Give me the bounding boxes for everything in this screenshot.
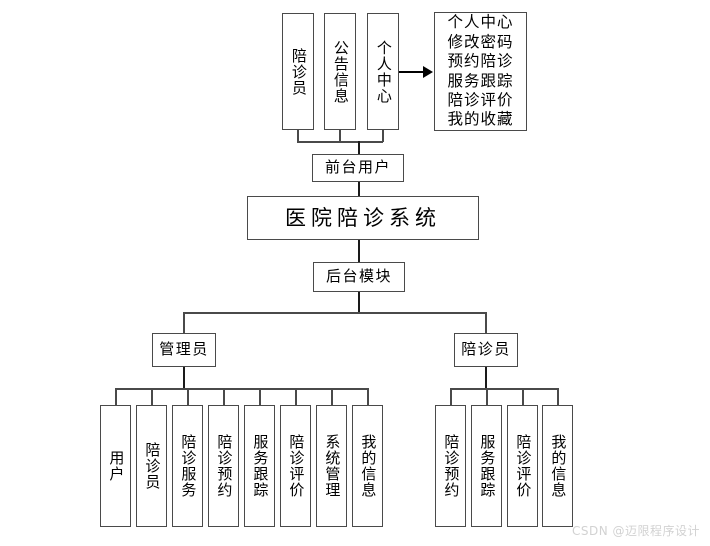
page-title: 医院陪诊系统 bbox=[285, 205, 441, 230]
connector-bus-to-admin bbox=[183, 312, 185, 333]
admin-leaf-label: 陪诊员 bbox=[143, 442, 162, 490]
connector-backend-bus bbox=[183, 312, 486, 314]
admin-leaf-label: 陪诊服务 bbox=[179, 434, 198, 498]
admin-leaf-box-3[interactable]: 陪诊服务 bbox=[172, 405, 203, 527]
connector-admin-riser-1 bbox=[115, 388, 117, 406]
admin-leaf-box-6[interactable]: 陪诊评价 bbox=[280, 405, 311, 527]
staff-leaf-label: 陪诊预约 bbox=[442, 434, 461, 498]
frontend-module-box-gerenzhongxin[interactable]: 个人中心 bbox=[367, 13, 399, 130]
staff-leaf-box-3[interactable]: 陪诊评价 bbox=[507, 405, 538, 527]
admin-leaf-label: 陪诊评价 bbox=[287, 434, 306, 498]
staff-leaf-label: 服务跟踪 bbox=[478, 434, 497, 498]
personal-center-detail-panel[interactable]: 个人中心 修改密码 预约陪诊 服务跟踪 陪诊评价 我的收藏 bbox=[434, 12, 527, 131]
detail-line: 预约陪诊 bbox=[447, 52, 514, 71]
connector-staff-riser-2 bbox=[486, 388, 488, 406]
connector-admin-riser-7 bbox=[331, 388, 333, 406]
admin-leaf-label: 用户 bbox=[107, 450, 126, 482]
branch-node-admin[interactable]: 管理员 bbox=[152, 333, 216, 367]
detail-line: 服务跟踪 bbox=[447, 71, 514, 90]
frontend-module-label: 陪诊员 bbox=[289, 47, 308, 96]
branch-node-label: 管理员 bbox=[159, 340, 209, 359]
detail-line: 我的收藏 bbox=[447, 110, 514, 129]
frontend-module-box-gonggaoxinxi[interactable]: 公告信息 bbox=[324, 13, 356, 130]
csdn-watermark: CSDN @迈限程序设计 bbox=[572, 524, 701, 538]
branch-node-label: 陪诊员 bbox=[461, 340, 511, 359]
admin-leaf-box-1[interactable]: 用户 bbox=[100, 405, 131, 527]
system-title-box[interactable]: 医院陪诊系统 bbox=[247, 196, 479, 240]
backend-module-box[interactable]: 后台模块 bbox=[313, 262, 405, 292]
connector-staff-riser-3 bbox=[522, 388, 524, 406]
connector-staff-drop bbox=[485, 367, 487, 389]
frontend-module-label: 个人中心 bbox=[374, 39, 393, 104]
connector-admin-riser-2 bbox=[151, 388, 153, 406]
detail-line: 个人中心 bbox=[447, 13, 514, 32]
staff-leaf-box-4[interactable]: 我的信息 bbox=[542, 405, 573, 527]
connector-admin-riser-8 bbox=[367, 388, 369, 406]
admin-leaf-box-4[interactable]: 陪诊预约 bbox=[208, 405, 239, 527]
detail-line: 修改密码 bbox=[447, 32, 514, 51]
arrow-shaft-to-detail bbox=[399, 71, 423, 73]
admin-leaf-box-5[interactable]: 服务跟踪 bbox=[244, 405, 275, 527]
detail-line: 陪诊评价 bbox=[447, 90, 514, 109]
admin-leaf-label: 系统管理 bbox=[323, 434, 342, 498]
admin-leaf-label: 服务跟踪 bbox=[251, 434, 270, 498]
admin-leaf-box-7[interactable]: 系统管理 bbox=[316, 405, 347, 527]
connector-admin-riser-5 bbox=[259, 388, 261, 406]
connector-bus-frontend-modules bbox=[297, 141, 383, 143]
arrow-head-to-detail bbox=[423, 66, 433, 78]
connector-bus-to-frontend-user bbox=[358, 141, 360, 158]
staff-leaf-label: 我的信息 bbox=[549, 434, 568, 498]
connector-drop-module-3 bbox=[382, 130, 384, 142]
staff-leaf-label: 陪诊评价 bbox=[514, 434, 533, 498]
connector-admin-riser-3 bbox=[187, 388, 189, 406]
branch-node-staff[interactable]: 陪诊员 bbox=[454, 333, 518, 367]
frontend-user-label: 前台用户 bbox=[324, 158, 391, 177]
connector-admin-drop bbox=[183, 367, 185, 389]
connector-drop-module-2 bbox=[339, 130, 341, 142]
connector-drop-module-1 bbox=[297, 130, 299, 142]
connector-staff-riser-4 bbox=[557, 388, 559, 406]
admin-leaf-label: 我的信息 bbox=[359, 434, 378, 498]
frontend-module-box-peizhenyuan[interactable]: 陪诊员 bbox=[282, 13, 314, 130]
connector-backend-drop bbox=[358, 292, 360, 313]
connector-bus-to-staff bbox=[485, 312, 487, 333]
backend-module-label: 后台模块 bbox=[325, 267, 392, 286]
connector-admin-riser-4 bbox=[223, 388, 225, 406]
admin-leaf-box-2[interactable]: 陪诊员 bbox=[136, 405, 167, 527]
staff-leaf-box-2[interactable]: 服务跟踪 bbox=[471, 405, 502, 527]
staff-leaf-box-1[interactable]: 陪诊预约 bbox=[435, 405, 466, 527]
connector-admin-bus bbox=[115, 388, 367, 390]
connector-admin-riser-6 bbox=[295, 388, 297, 406]
connector-staff-bus bbox=[450, 388, 558, 390]
connector-staff-riser-1 bbox=[450, 388, 452, 406]
admin-leaf-label: 陪诊预约 bbox=[215, 434, 234, 498]
admin-leaf-box-8[interactable]: 我的信息 bbox=[352, 405, 383, 527]
connector-frontend-user-to-system bbox=[358, 182, 360, 196]
frontend-user-box[interactable]: 前台用户 bbox=[312, 154, 404, 182]
frontend-module-label: 公告信息 bbox=[331, 39, 350, 104]
connector-system-to-backend bbox=[358, 240, 360, 262]
